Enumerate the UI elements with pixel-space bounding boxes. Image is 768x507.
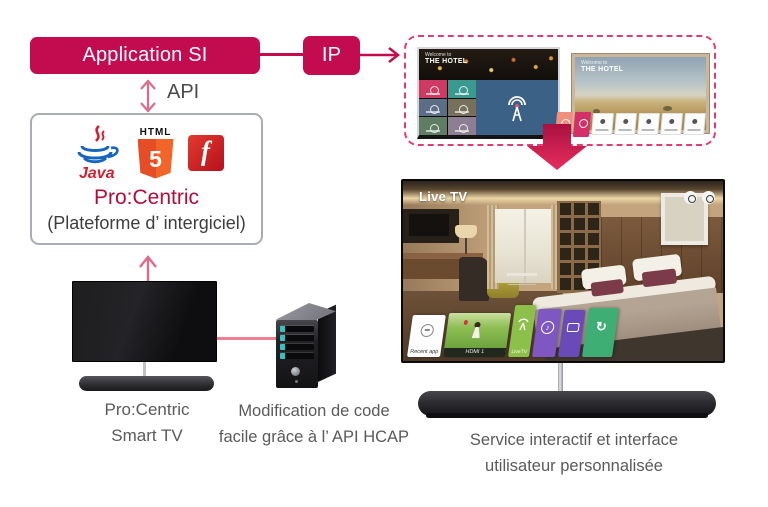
menu-tile bbox=[448, 80, 476, 98]
application-si-node: Application SI bbox=[30, 37, 260, 74]
smart-tv-screen bbox=[72, 281, 217, 362]
main-tv-stand-pole bbox=[558, 363, 563, 396]
room-wall-tv bbox=[403, 209, 459, 243]
menu-tile bbox=[419, 98, 447, 117]
music-icon: ♪ bbox=[540, 320, 556, 334]
launcher-tile-hdmi: HDMI 1 bbox=[443, 313, 512, 357]
welcome-line2: THE HOTEL bbox=[425, 58, 468, 66]
welcome-text: Welcome to THE HOTEL bbox=[581, 60, 623, 75]
launcher-tile-recent: Recent app bbox=[407, 315, 446, 357]
caption-line: utilisateur personnalisée bbox=[485, 456, 663, 475]
settings-icon bbox=[702, 191, 715, 204]
balloon-dot bbox=[463, 320, 469, 325]
caption-line: Service interactif et interface bbox=[469, 431, 679, 449]
menu-tile-grid bbox=[419, 80, 476, 135]
html5-logo-icon: HTML 5 bbox=[136, 126, 176, 179]
smart-tv-stand-pole bbox=[143, 362, 146, 378]
menu-tile bbox=[419, 117, 447, 135]
arrow-preview-to-tv bbox=[527, 124, 587, 170]
antenna-icon bbox=[508, 95, 526, 121]
ip-node: IP bbox=[303, 36, 360, 75]
room-lamp-pole bbox=[465, 238, 467, 254]
caption-hcap: Modification de code facile grâce à l’ A… bbox=[200, 399, 428, 450]
drive-bay bbox=[280, 335, 314, 341]
landscape-tree bbox=[593, 109, 600, 114]
screen-corner-buttons bbox=[684, 191, 715, 204]
technology-logos: Java HTML 5 f bbox=[32, 124, 261, 182]
tv-icon bbox=[565, 323, 580, 333]
launcher-tile-music: ♪ bbox=[532, 309, 562, 357]
led-dot bbox=[295, 380, 298, 383]
room-side-table bbox=[507, 273, 537, 276]
menu-card bbox=[637, 113, 661, 135]
room-shelving bbox=[557, 201, 601, 293]
room-lamp bbox=[455, 225, 477, 238]
landscape-tree bbox=[663, 106, 672, 111]
welcome-line2: THE HOTEL bbox=[581, 66, 624, 74]
refresh-arrow-icon: ↻ bbox=[594, 318, 608, 334]
caption-service: Service interactif et interface utilisat… bbox=[428, 428, 720, 479]
main-tv-soundbar bbox=[418, 391, 716, 418]
menu-card bbox=[591, 113, 615, 135]
caption-line: Modification de code bbox=[238, 402, 390, 420]
live-tv-label: Live TV bbox=[419, 189, 468, 204]
connector-tv-to-pc bbox=[217, 337, 277, 340]
menu-card bbox=[660, 113, 684, 135]
java-logo-icon: Java bbox=[77, 125, 119, 182]
procentric-subtitle: (Plateforme d’ intergiciel) bbox=[47, 213, 246, 233]
clock-icon bbox=[684, 191, 697, 204]
api-double-arrow-icon bbox=[140, 79, 156, 113]
main-tv-screen: Live TV Recent app HDMI 1 bbox=[403, 181, 723, 361]
launcher-tile-tv-app bbox=[558, 310, 586, 357]
room-window bbox=[495, 209, 555, 283]
caption-smart-tv: Pro:Centric Smart TV bbox=[58, 397, 236, 450]
menu-card bbox=[614, 113, 638, 135]
html5-number: 5 bbox=[149, 146, 162, 172]
drive-bay bbox=[280, 344, 314, 350]
api-label: API bbox=[167, 81, 200, 103]
welcome-line1: Welcome to bbox=[425, 52, 452, 58]
power-button bbox=[291, 367, 300, 376]
java-wordmark: Java bbox=[79, 165, 115, 182]
welcome-text: Welcome to THE HOTEL bbox=[425, 52, 467, 67]
caption-line: Smart TV bbox=[111, 426, 183, 446]
caption-line: facile grâce à l’ API HCAP bbox=[218, 427, 410, 446]
menu-tile bbox=[448, 117, 476, 135]
procentric-title: Pro:Centric bbox=[93, 186, 200, 209]
launcher-bar: Recent app HDMI 1 LiveTV ♪ bbox=[407, 305, 619, 357]
preview-screen-left: Welcome to THE HOTEL bbox=[417, 47, 560, 139]
pc-tower-front bbox=[276, 320, 318, 388]
smart-tv-soundbar bbox=[79, 376, 214, 391]
city-night-backdrop bbox=[419, 49, 558, 80]
tile-label: Recent app bbox=[409, 349, 439, 355]
tile-label: LiveTV bbox=[510, 349, 528, 355]
tile-label: HDMI 1 bbox=[443, 348, 507, 357]
procentric-middleware-box: Java HTML 5 f Pro:Centric (Plateforme d’… bbox=[30, 113, 263, 245]
menu-card bbox=[683, 113, 707, 135]
drive-bay bbox=[280, 353, 314, 359]
menu-tile bbox=[419, 80, 447, 98]
launcher-tile-livetv: LiveTV bbox=[508, 305, 537, 357]
main-tv-frame: Live TV Recent app HDMI 1 bbox=[401, 179, 725, 363]
flash-logo-icon: f bbox=[187, 135, 224, 171]
html-wordmark: HTML bbox=[139, 126, 172, 138]
caption-line: Pro:Centric bbox=[104, 400, 190, 419]
welcome-line1: Welcome to bbox=[581, 60, 608, 66]
arrow-ip-to-preview bbox=[360, 47, 401, 63]
antenna-icon bbox=[518, 318, 529, 331]
drive-bay bbox=[280, 326, 314, 332]
bot-icon bbox=[419, 324, 435, 337]
menu-tile bbox=[448, 98, 476, 117]
pc-tower bbox=[276, 294, 340, 389]
connector-si-to-ip bbox=[260, 53, 303, 56]
room-chair bbox=[459, 257, 489, 301]
photo-figure bbox=[472, 327, 482, 338]
flash-letter: f bbox=[201, 136, 210, 166]
html5-shield: 5 bbox=[137, 138, 174, 179]
